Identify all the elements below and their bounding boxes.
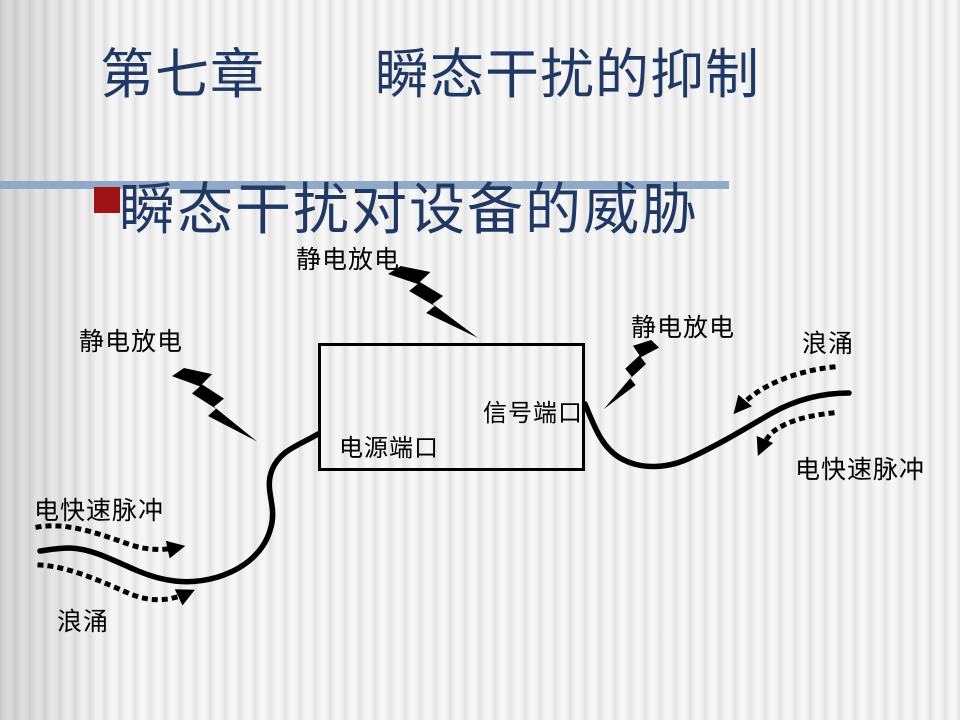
section-heading: 瞬态干扰对设备的威胁: [119, 180, 699, 242]
eft-label-right: 电快速脉冲: [795, 457, 926, 484]
signal-cable-line: [582, 390, 852, 470]
eft-arrow-left: [35, 523, 186, 559]
esd-label-right: 静电放电: [631, 315, 736, 342]
power-port-label: 电源端口: [339, 436, 439, 462]
lightning-bolt-icon: [172, 368, 257, 442]
equipment-box: [318, 343, 585, 471]
lightning-bolt-icon: [603, 340, 659, 410]
signal-port-label: 信号端口: [483, 401, 583, 427]
surge-arrow-right: [733, 364, 836, 415]
surge-label-right: 浪涌: [802, 331, 855, 358]
eft-arrow-right: [756, 410, 835, 456]
esd-label-top: 静电放电: [296, 247, 401, 274]
accent-divider-line: [0, 181, 729, 189]
surge-label-left: 浪涌: [57, 609, 110, 636]
esd-label-left: 静电放电: [79, 329, 184, 356]
eft-label-left: 电快速脉冲: [34, 498, 165, 525]
power-cord-line: [37, 431, 321, 585]
lightning-bolt-icon: [388, 266, 479, 338]
bullet-square-icon: [94, 187, 120, 213]
surge-arrow-left: [37, 562, 195, 606]
slide-title: 第七章 瞬态干扰的抑制: [100, 45, 760, 105]
